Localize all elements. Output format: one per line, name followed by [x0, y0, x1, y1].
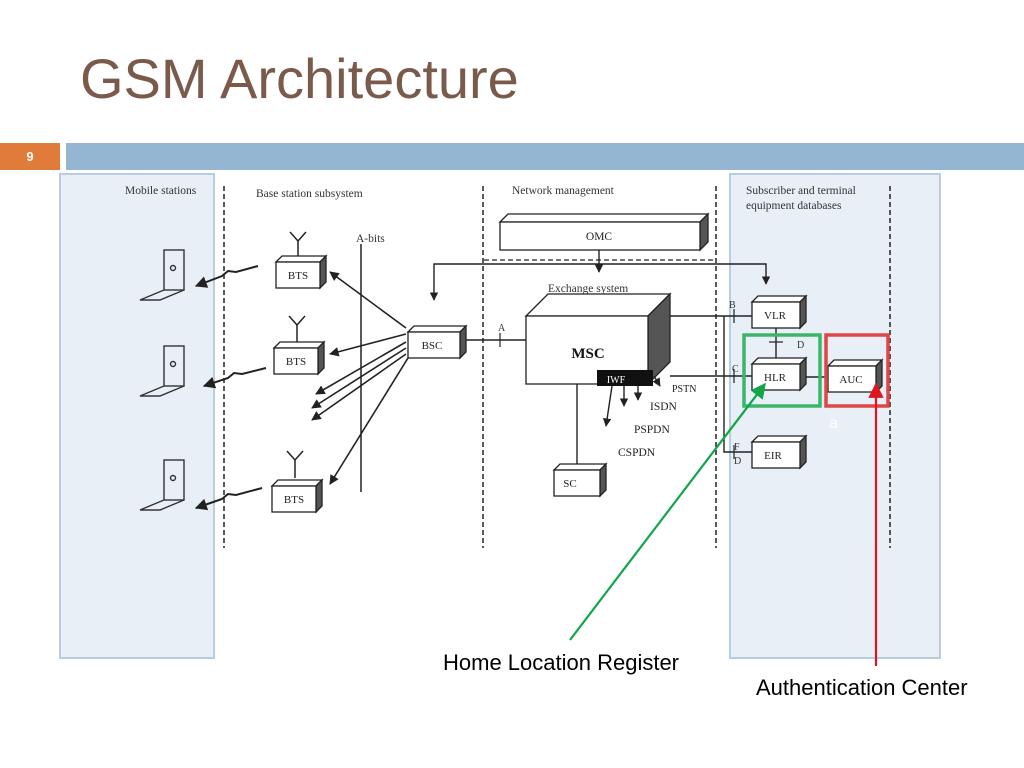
auc-label: AUC — [839, 374, 862, 386]
label-pstn: PSTN — [672, 384, 696, 395]
auc-highlight-box — [824, 333, 890, 408]
label-subscriber-db-1: Subscriber and terminal — [746, 185, 856, 197]
omc-bsc-link — [429, 263, 599, 301]
iwf-label: IWF — [607, 375, 626, 386]
label-d-interface: D — [797, 340, 804, 351]
bts-label: BTS — [284, 494, 304, 506]
db-bus — [723, 316, 752, 453]
label-isdn: ISDN — [650, 401, 678, 413]
msc-label: MSC — [571, 346, 604, 362]
label-a-bits: A-bits — [356, 233, 385, 245]
slide-number-badge — [0, 143, 60, 170]
vlr-node: VLR — [750, 294, 808, 330]
auc-callout-label: Authentication Center — [756, 675, 968, 700]
radio-link — [202, 367, 267, 389]
bsc-bts-link — [329, 271, 407, 329]
stray-label: a — [829, 415, 838, 432]
hlr-callout-label: Home Location Register — [443, 650, 680, 675]
pstn-link — [652, 375, 661, 387]
label-cspdn: CSPDN — [618, 447, 656, 459]
label-d2-interface: D — [734, 456, 741, 467]
vlr-label: VLR — [764, 310, 787, 322]
eir-node: EIR — [750, 434, 808, 470]
header-bar — [66, 143, 1024, 170]
hlr-label: HLR — [764, 372, 787, 384]
hlr-highlight-box — [742, 333, 822, 408]
msc-node: MSC IWF — [524, 292, 672, 386]
eir-label: EIR — [764, 450, 782, 462]
bts-label: BTS — [286, 356, 306, 368]
pspdn-link — [602, 385, 613, 427]
label-f-interface: F — [734, 442, 740, 453]
label-a-interface: A — [498, 323, 506, 334]
slide-number: 9 — [26, 149, 34, 164]
bts-node: BTS — [270, 450, 324, 514]
omc-label: OMC — [586, 231, 613, 243]
bts-node: BTS — [274, 231, 328, 290]
bsc-link — [315, 341, 407, 395]
omc-node: OMC — [498, 212, 710, 252]
mobile-station-icon — [139, 249, 185, 301]
subscriber-db-panel — [729, 173, 941, 659]
sc-label: SC — [563, 478, 576, 490]
bsc-node: BSC — [406, 324, 468, 360]
label-exchange-system: Exchange system — [548, 283, 628, 295]
mobile-stations-panel — [59, 173, 215, 659]
label-network-management: Network management — [512, 185, 615, 197]
slide-title: GSM Architecture — [80, 47, 519, 110]
label-subscriber-db-2: equipment databases — [746, 200, 842, 212]
label-pspdn: PSPDN — [634, 424, 670, 436]
omc-vlr-link — [599, 263, 771, 285]
bsc-link — [311, 353, 407, 421]
mobile-station-icon — [139, 345, 185, 397]
radio-link — [194, 487, 263, 511]
label-base-station-subsystem: Base station subsystem — [256, 188, 363, 200]
label-b-interface: B — [729, 300, 736, 311]
radio-link — [194, 265, 259, 288]
mobile-station-icon — [139, 459, 185, 511]
auc-node: AUC — [826, 358, 884, 394]
bts-label: BTS — [288, 270, 308, 282]
hlr-callout-arrow — [569, 382, 766, 641]
sc-node: SC — [552, 462, 608, 498]
bsc-link — [311, 347, 407, 409]
label-c-interface: C — [732, 364, 739, 375]
bts-node: BTS — [272, 315, 326, 376]
label-mobile-stations: Mobile stations — [125, 185, 197, 197]
bsc-bts-link — [329, 333, 407, 357]
bsc-bts-link — [329, 357, 409, 485]
bsc-label: BSC — [422, 340, 443, 352]
hlr-node: HLR — [750, 356, 808, 392]
